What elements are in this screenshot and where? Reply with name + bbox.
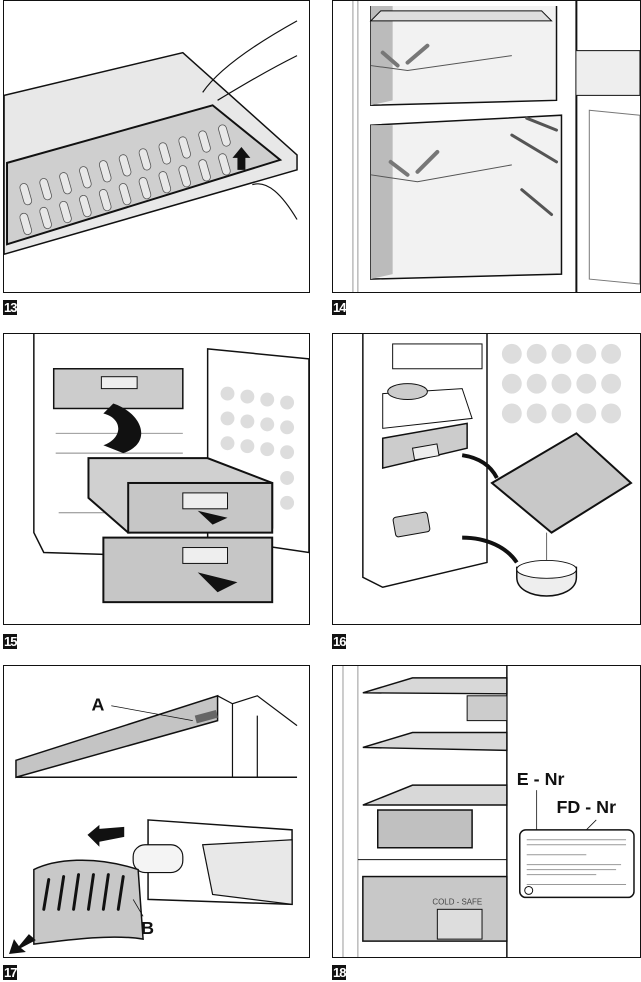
- figure-15-panel: [3, 333, 310, 625]
- figure-18-panel: COLD - SAFE E - Nr FD - Nr: [332, 665, 641, 958]
- cold-safe-label: COLD - SAFE: [432, 897, 482, 906]
- figure-14-number: 14: [332, 300, 346, 315]
- label-e-nr: E - Nr: [517, 769, 565, 789]
- label-fd-nr: FD - Nr: [557, 797, 617, 817]
- figure-13-number: 13: [3, 300, 17, 315]
- figure-17-illustration: A B: [4, 666, 309, 957]
- figure-15-number: 15: [3, 634, 17, 649]
- label-a: A: [91, 695, 104, 715]
- figure-15-illustration: [4, 334, 309, 624]
- figure-16-illustration: [333, 334, 640, 624]
- figure-13-panel: [3, 0, 310, 293]
- figure-17-number: 17: [3, 965, 17, 980]
- label-b: B: [141, 918, 154, 938]
- figure-14-illustration: [333, 1, 640, 292]
- figure-13-illustration: [4, 1, 309, 292]
- figure-16-panel: [332, 333, 641, 625]
- figure-18-illustration: COLD - SAFE E - Nr FD - Nr: [333, 666, 640, 957]
- figure-17-panel: A B: [3, 665, 310, 958]
- figure-14-panel: [332, 0, 641, 293]
- figure-18-number: 18: [332, 965, 346, 980]
- figure-16-number: 16: [332, 634, 346, 649]
